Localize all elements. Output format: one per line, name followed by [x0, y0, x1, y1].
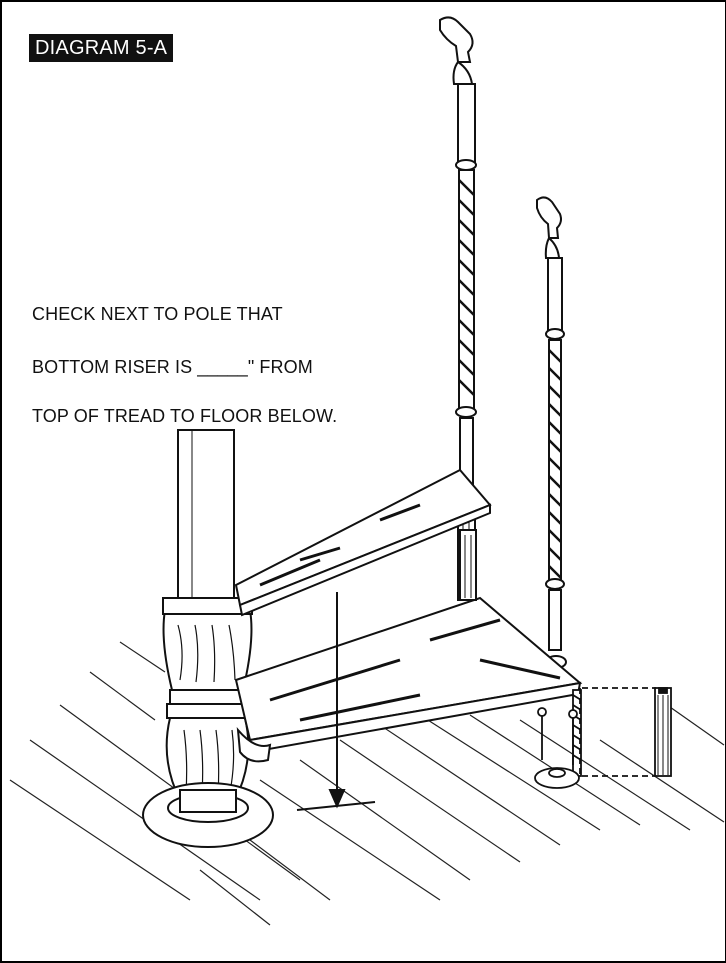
- newel-foot-assembly: [534, 687, 672, 789]
- floor-boards: [9, 641, 725, 926]
- instruction-line-3: TOP OF TREAD TO FLOOR BELOW.: [32, 406, 338, 426]
- upper-tread: [234, 468, 492, 617]
- measurement-arrow: [296, 592, 376, 811]
- instruction-line-2: BOTTOM RISER IS _____" FROM: [32, 357, 313, 377]
- short-baluster: [536, 196, 567, 669]
- diagram-label: DIAGRAM 5-A: [29, 34, 174, 62]
- instruction-line-1: CHECK NEXT TO POLE THAT: [32, 304, 283, 324]
- center-pole: [142, 429, 274, 848]
- lower-tread: [234, 529, 583, 763]
